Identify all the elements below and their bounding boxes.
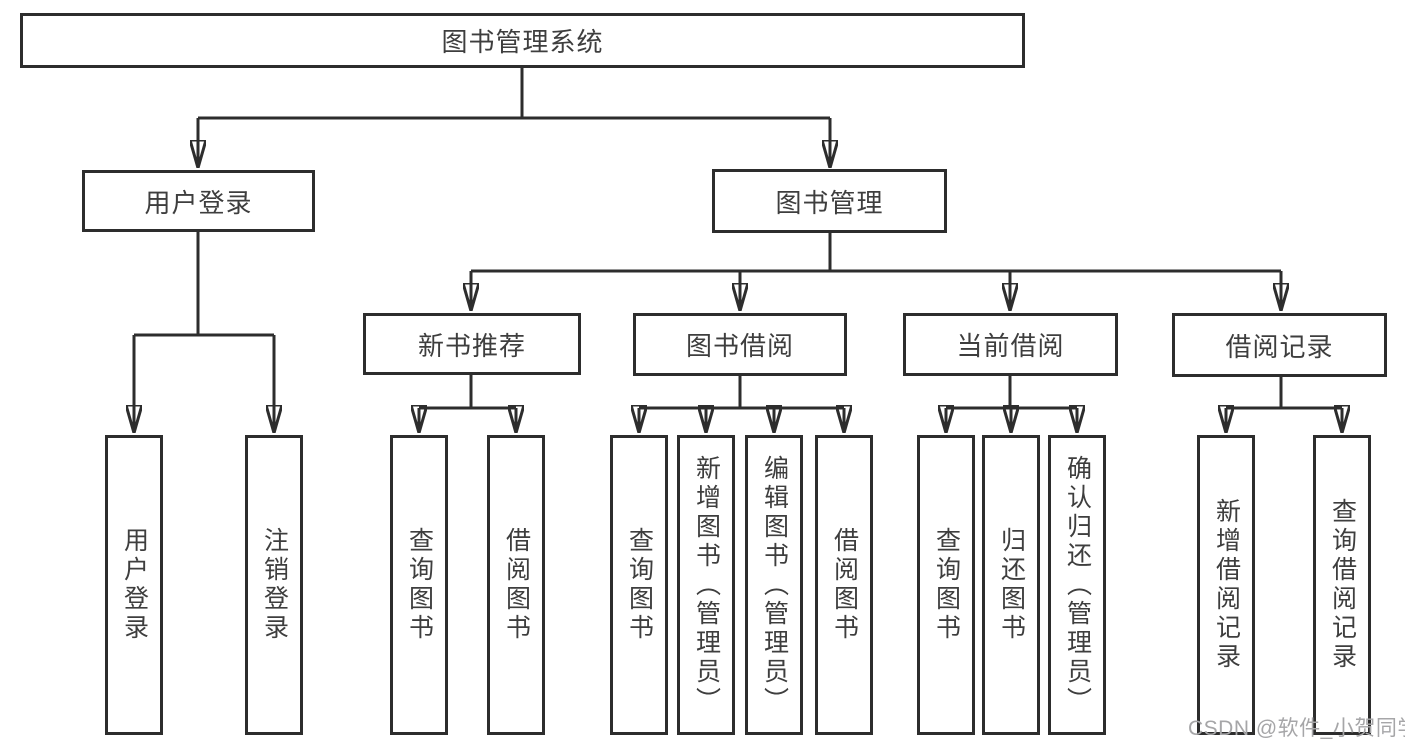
- leaf-logout: 注销登录: [245, 435, 303, 735]
- node-book-borrow: 图书借阅: [633, 313, 847, 376]
- leaf-bb-query-books: 查询图书: [610, 435, 668, 735]
- leaf-logout-label: 注销登录: [260, 527, 289, 643]
- node-new-book-recommend: 新书推荐: [363, 313, 581, 375]
- node-root: 图书管理系统: [20, 13, 1025, 68]
- connector-borrow-records-children: [1226, 375, 1342, 432]
- leaf-cb-return-books: 归还图书: [982, 435, 1040, 735]
- leaf-cb-query-books: 查询图书: [917, 435, 975, 735]
- node-book-borrow-label: 图书借阅: [685, 331, 794, 361]
- leaf-cb-query-books-label: 查询图书: [932, 527, 961, 643]
- node-root-label: 图书管理系统: [441, 27, 604, 57]
- leaf-nb-borrow-books-label: 借阅图书: [502, 527, 531, 643]
- connector-book-management-children: [471, 232, 1281, 310]
- node-borrow-records: 借阅记录: [1172, 313, 1387, 377]
- leaf-br-add-record: 新增借阅记录: [1197, 435, 1255, 735]
- node-user-login-label: 用户登录: [144, 187, 253, 218]
- leaf-cb-return-books-label: 归还图书: [997, 527, 1026, 643]
- node-user-login: 用户登录: [82, 170, 315, 232]
- leaf-br-add-record-label: 新增借阅记录: [1212, 498, 1241, 672]
- node-current-borrow: 当前借阅: [903, 313, 1118, 376]
- leaf-bb-edit-book-admin: 编辑图书（管理员）: [745, 435, 803, 735]
- connector-book-borrow-children: [639, 375, 844, 432]
- node-borrow-records-label: 借阅记录: [1225, 331, 1334, 362]
- leaf-bb-add-book-admin: 新增图书（管理员）: [677, 435, 735, 735]
- connector-new-book-children: [419, 375, 516, 432]
- node-book-management-label: 图书管理: [775, 187, 884, 218]
- leaf-user-login: 用户登录: [105, 435, 163, 735]
- leaf-br-query-record: 查询借阅记录: [1313, 435, 1371, 735]
- connector-current-borrow-children: [946, 375, 1077, 432]
- leaf-br-query-record-label: 查询借阅记录: [1328, 498, 1357, 672]
- leaf-bb-edit-book-admin-label: 编辑图书（管理员）: [760, 454, 789, 716]
- leaf-bb-borrow-books-label: 借阅图书: [830, 527, 859, 643]
- node-current-borrow-label: 当前借阅: [956, 331, 1065, 361]
- leaf-bb-borrow-books: 借阅图书: [815, 435, 873, 735]
- leaf-nb-query-books: 查询图书: [390, 435, 448, 735]
- connector-root-to-level2: [198, 68, 830, 167]
- leaf-cb-confirm-return-admin-label: 确认归还（管理员）: [1063, 454, 1092, 716]
- node-new-book-recommend-label: 新书推荐: [417, 330, 526, 361]
- connector-user-login-children: [134, 232, 274, 432]
- leaf-bb-query-books-label: 查询图书: [625, 527, 654, 643]
- leaf-bb-add-book-admin-label: 新增图书（管理员）: [692, 454, 721, 716]
- csdn-watermark: CSDN @软件_小贺同学: [1188, 717, 1405, 740]
- node-book-management: 图书管理: [712, 169, 947, 233]
- leaf-nb-query-books-label: 查询图书: [405, 527, 434, 643]
- leaf-cb-confirm-return-admin: 确认归还（管理员）: [1048, 435, 1106, 735]
- leaf-nb-borrow-books: 借阅图书: [487, 435, 545, 735]
- leaf-user-login-label: 用户登录: [120, 527, 149, 643]
